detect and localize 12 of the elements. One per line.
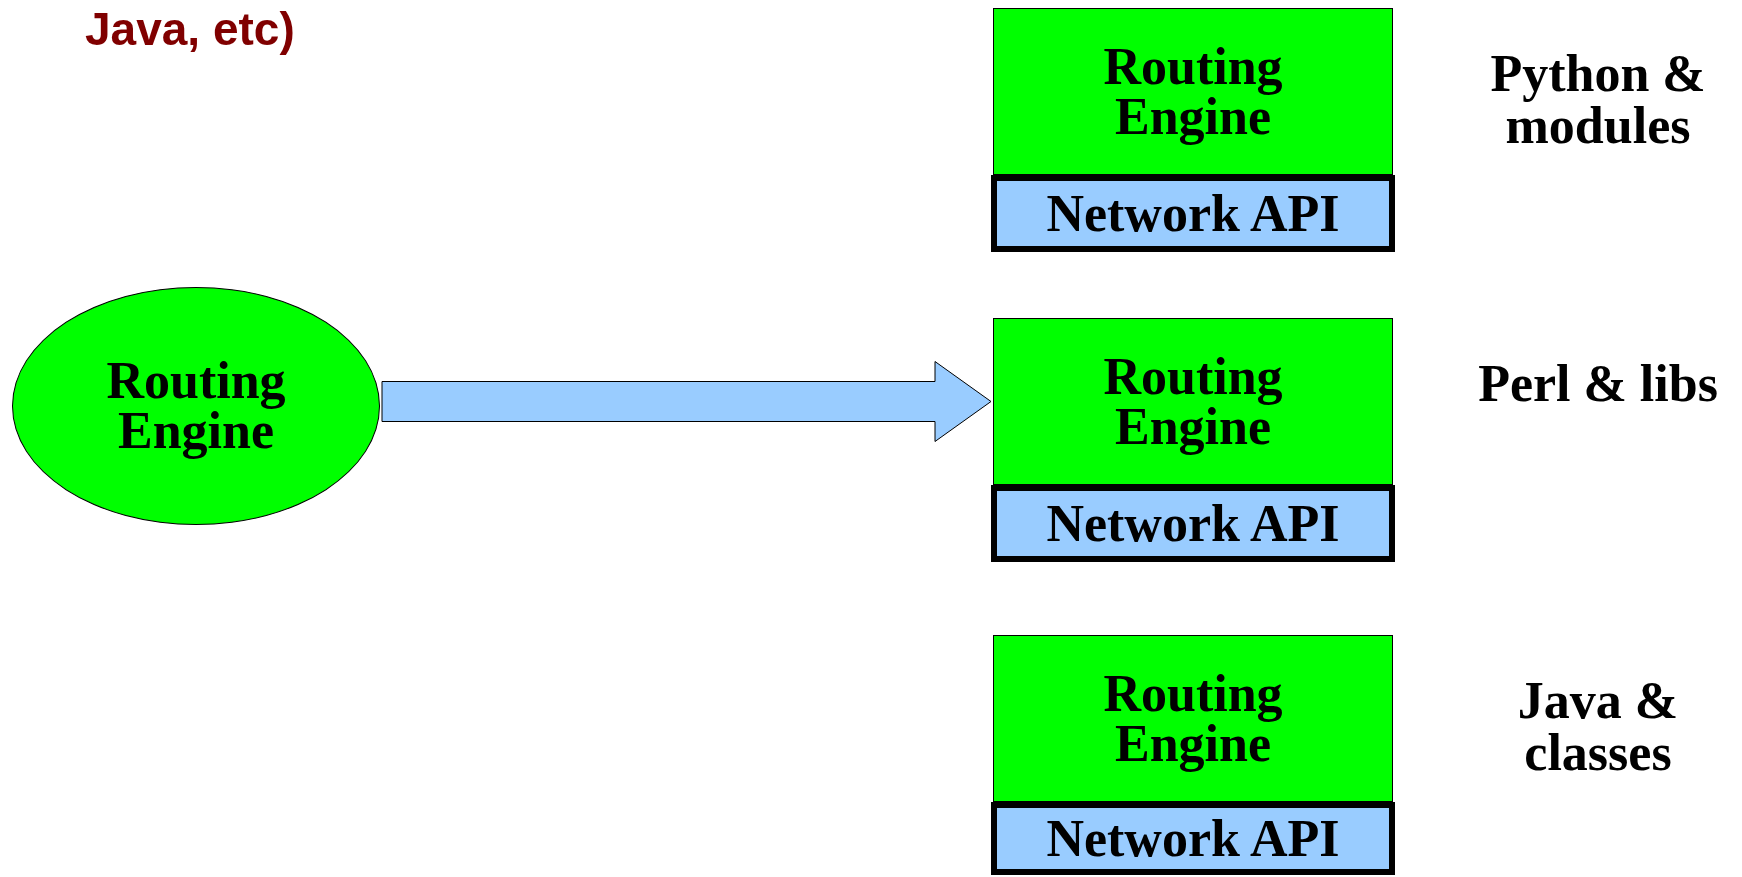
process-box: Routing Engine (993, 318, 1393, 485)
process-box: Routing Engine (993, 8, 1393, 175)
process-box: Network API (991, 485, 1395, 562)
side-caption: Python & modules (1489, 48, 1707, 152)
side-caption: Java & classes (1516, 675, 1680, 779)
heading-text: Java, etc) (85, 2, 295, 56)
process-box: Routing Engine (993, 635, 1393, 802)
process-box: Network API (991, 802, 1395, 875)
ellipse-node: Routing Engine (12, 287, 380, 525)
process-box: Network API (991, 175, 1395, 252)
block-arrow (381, 361, 992, 442)
side-caption: Perl & libs (1477, 358, 1719, 410)
